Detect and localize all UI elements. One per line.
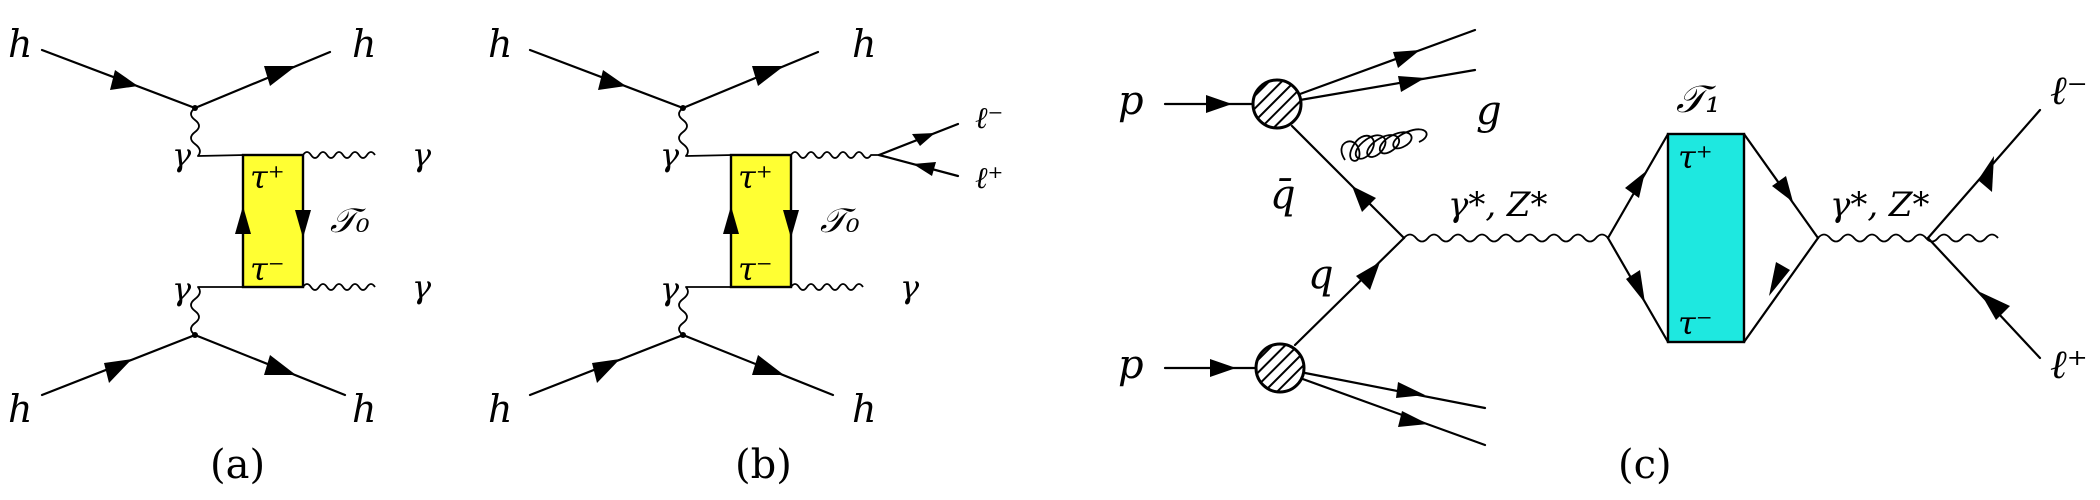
arrow-b-lepton-minus (912, 133, 935, 146)
arrow-c-remnant-top-1 (1393, 50, 1420, 68)
arrow-c-lepton-minus (1978, 156, 1994, 192)
label-a-bound-state: 𝒯₀ (330, 201, 370, 241)
arrow-c-remnant-bottom-2 (1398, 411, 1428, 427)
boson-line-c-out (1817, 233, 1999, 243)
label-a-photon-out-top: γ (412, 136, 432, 174)
label-c-quark: q (1308, 252, 1334, 298)
arrow-a-out-top (264, 66, 296, 86)
caption-c: (c) (1618, 442, 1672, 488)
arrow-c-proton-top (1206, 95, 1232, 113)
antiquark-line-c (1290, 124, 1406, 240)
label-a-photon-out-bottom: γ (412, 268, 432, 306)
label-b-tau-minus: τ⁻ (738, 250, 773, 288)
remnant-c-top-1 (1298, 28, 1477, 96)
label-c-gluon: g (1476, 88, 1502, 134)
tau-bound-state-box-c (1666, 132, 1746, 344)
label-a-tau-plus: τ⁺ (250, 158, 285, 196)
label-a-hadron-in-bottom: h (8, 387, 32, 431)
arrow-a-in-bottom (104, 359, 132, 383)
photon-b-top (678, 107, 734, 157)
label-b-photon-top: γ (660, 136, 680, 174)
label-a-photon-bottom: γ (172, 270, 192, 308)
label-a-hadron-out-top: h (352, 22, 376, 66)
label-c-tau-plus: τ⁺ (1678, 138, 1713, 176)
proton-blob-c-top (1251, 78, 1303, 130)
arrow-c-remnant-top-2 (1398, 76, 1425, 92)
label-b-hadron-in-bottom: h (488, 387, 512, 431)
arrow-a-tau-up (235, 206, 251, 234)
remnant-c-top-2 (1298, 68, 1477, 102)
photon-a-out-top (302, 151, 376, 159)
arrow-c-tau-lower-left (1626, 270, 1645, 303)
arrow-c-tau-upper-left (1625, 172, 1645, 198)
label-b-lepton-minus: ℓ⁻ (975, 101, 1003, 136)
arrow-a-in-top (110, 70, 138, 90)
arrow-c-tau-upper-right (1772, 176, 1793, 202)
arrow-c-tau-lower-right (1769, 262, 1790, 296)
photon-a-bottom (190, 286, 245, 336)
gluon-line-c (1340, 128, 1428, 162)
label-a-tau-minus: τ⁻ (250, 250, 285, 288)
arrow-b-out-bottom (752, 355, 784, 375)
label-c-boson-in: γ*, Z* (1448, 185, 1548, 225)
photon-a-out-bottom (302, 283, 376, 291)
label-c-lepton-plus: ℓ⁺ (2050, 342, 2088, 388)
arrow-b-tau-down (783, 210, 799, 238)
hadron-line-a-out-top (193, 50, 332, 110)
label-b-lepton-plus: ℓ⁺ (975, 161, 1003, 196)
proton-blob-c-bottom (1254, 342, 1306, 394)
label-c-lepton-minus: ℓ⁻ (2050, 68, 2088, 114)
label-b-hadron-out-top: h (852, 22, 876, 66)
quark-line-c (1293, 236, 1406, 347)
arrow-b-in-bottom (592, 359, 620, 383)
label-b-photon-bottom: γ (660, 270, 680, 308)
label-c-proton-top: p (1118, 78, 1144, 124)
caption-b: (b) (735, 442, 792, 488)
remnant-c-bottom-1 (1298, 370, 1487, 410)
label-c-tau-minus: τ⁻ (1678, 304, 1713, 342)
boson-line-c-in (1403, 233, 1609, 243)
label-a-hadron-out-bottom: h (352, 387, 376, 431)
photon-a-top (190, 107, 246, 157)
label-c-boson-out: γ*, Z* (1830, 185, 1930, 225)
photon-b-bottom (678, 286, 733, 336)
label-b-photon-out-bottom: γ (900, 268, 920, 306)
label-a-photon-top: γ (172, 136, 192, 174)
diagram-c: p p g q̄ q γ*, Z* γ*, Z* 𝒯₁ τ⁺ τ⁻ ℓ⁻ ℓ⁺ … (1118, 28, 2088, 488)
arrow-b-in-top (598, 70, 626, 90)
arrow-a-out-bottom (264, 355, 296, 375)
label-b-tau-plus: τ⁺ (738, 158, 773, 196)
tau-line-c-lower-right (1742, 236, 1820, 344)
label-c-bound-state: 𝒯₁ (1676, 77, 1720, 121)
label-c-antiquark: q̄ (1270, 172, 1296, 218)
caption-a: (a) (210, 442, 265, 488)
label-b-hadron-in-top: h (488, 22, 512, 66)
arrow-a-tau-down (295, 210, 311, 238)
arrow-b-lepton-plus (913, 162, 936, 176)
arrow-c-lepton-plus (1980, 292, 2010, 320)
label-a-hadron-in-top: h (8, 22, 32, 66)
arrow-c-remnant-bottom-1 (1396, 382, 1425, 398)
diagram-a: h h h h γ γ γ γ τ⁺ τ⁻ 𝒯₀ (a) (8, 22, 432, 488)
arrow-c-proton-bottom (1210, 359, 1236, 377)
arrow-c-antiquark (1352, 186, 1376, 212)
diagram-b: h h h h γ γ γ ℓ⁻ ℓ⁺ τ⁺ τ⁻ 𝒯₀ (b) (488, 22, 1003, 488)
remnant-c-bottom-2 (1298, 376, 1487, 447)
photon-b-out-bottom (790, 283, 864, 291)
label-b-hadron-out-bottom: h (852, 387, 876, 431)
arrow-c-quark (1356, 262, 1380, 290)
hadron-line-b-out-top (681, 50, 820, 110)
label-c-proton-bottom: p (1118, 342, 1144, 388)
arrow-b-out-top (752, 66, 784, 86)
photon-b-out-top (790, 151, 879, 159)
label-b-bound-state: 𝒯₀ (820, 201, 860, 241)
arrow-b-tau-up (723, 206, 739, 234)
